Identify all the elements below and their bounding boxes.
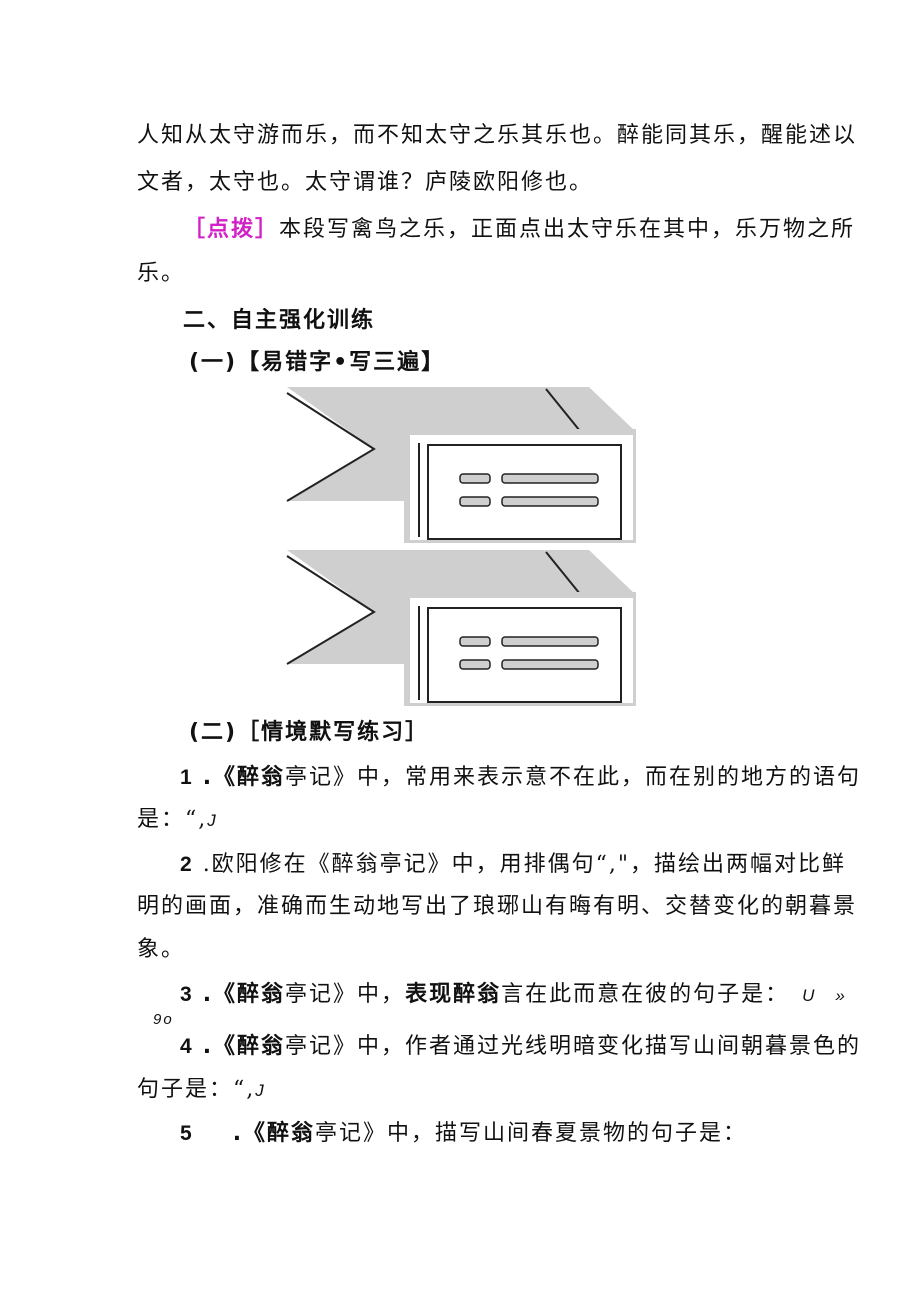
stroke-bar [501, 473, 599, 484]
question-line: 3 .《醉翁亭记》中，表现醉翁言在此而意在彼的句子是： U » [180, 981, 847, 1010]
question-line: 象。 [137, 937, 186, 962]
stroke-bar [501, 659, 599, 670]
chevron-line [286, 555, 376, 665]
question-text-bold: .《醉翁 [202, 765, 286, 790]
question-number: 5 [180, 1122, 194, 1145]
question-text: 亭记》中，作者通过光线明暗变化描写山间朝暮景色的 [285, 1034, 862, 1059]
note-tag: ［点拨］ [183, 217, 280, 242]
note-text: 本段写禽鸟之乐，正面点出太守乐在其中，乐万物之所 [279, 217, 856, 242]
question-number: 1 [180, 766, 194, 789]
question-text: .欧阳修在《醉翁亭记》中，用排偶句“,"，描绘出两幅对比鲜 [202, 852, 847, 877]
stroke-bar [459, 496, 491, 507]
stroke-bar [459, 473, 491, 484]
question-text: 是：“, [137, 807, 208, 832]
question-text: 句子是：“, [137, 1077, 256, 1102]
question-number: 2 [180, 853, 194, 876]
question-text-bold: .《醉翁 [202, 982, 286, 1007]
question-line: 5 .《醉翁亭记》中，描写山间春夏景物的句子是： [180, 1120, 747, 1148]
question-text-bold: 表现醉翁 [405, 982, 502, 1007]
stroke-bar [501, 496, 599, 507]
paragraph-line: 文者，太守也。太守谓谁？庐陵欧阳修也。 [137, 170, 594, 195]
frame-inner [427, 607, 622, 703]
question-number: 4 [180, 1035, 194, 1058]
note-line: 乐。 [137, 261, 186, 286]
frame-inner [427, 444, 622, 540]
answer-mark: U [802, 986, 817, 1005]
answer-mark: J [207, 811, 218, 830]
diagonal-line [545, 388, 581, 432]
question-line: 句子是：“,J [137, 1076, 266, 1105]
stroke-bar [459, 659, 491, 670]
banner-shape [287, 387, 636, 501]
note-line: ［点拨］本段写禽鸟之乐，正面点出太守乐在其中，乐万物之所 [183, 216, 855, 244]
question-text: 亭记》中，描写山间春夏景物的句子是： [315, 1121, 748, 1146]
section-heading: 二、自主强化训练 [183, 308, 376, 333]
question-text: 亭记》中， [285, 982, 406, 1007]
question-number: 3 [180, 983, 194, 1006]
question-line: 是：“,J [137, 806, 218, 835]
subsection-heading: (一)【易错字•写三遍】 [189, 350, 446, 375]
question-text: 言在此而意在彼的句子是： [501, 982, 790, 1007]
stroke-diagram [286, 550, 636, 706]
answer-mark: » [835, 986, 847, 1005]
subsection-heading: (二)［情境默写练习］ [189, 720, 430, 745]
question-line: 明的画面，准确而生动地写出了琅琊山有晦有明、交替变化的朝暮景 [137, 894, 858, 919]
diagonal-line [545, 551, 581, 595]
stroke-diagram [286, 387, 636, 543]
stroke-bar [501, 636, 599, 647]
banner-shape [287, 550, 636, 664]
question-text-bold: .《醉翁 [202, 1034, 286, 1059]
question-line: 2 .欧阳修在《醉翁亭记》中，用排偶句“,"，描绘出两幅对比鲜 [180, 851, 846, 879]
question-line: 4 .《醉翁亭记》中，作者通过光线明暗变化描写山间朝暮景色的 [180, 1033, 861, 1061]
question-text-bold: .《醉翁 [232, 1121, 316, 1146]
answer-mark: J [255, 1081, 266, 1100]
answer-mark: 9o [153, 1011, 174, 1028]
question-line: 1 .《醉翁亭记》中，常用来表示意不在此，而在别的地方的语句 [180, 764, 861, 792]
chevron-line [286, 392, 376, 502]
question-text: 亭记》中，常用来表示意不在此，而在别的地方的语句 [285, 765, 862, 790]
stroke-bar [459, 636, 491, 647]
paragraph-line: 人知从太守游而乐，而不知太守之乐其乐也。醉能同其乐，醒能述以 [137, 123, 858, 148]
